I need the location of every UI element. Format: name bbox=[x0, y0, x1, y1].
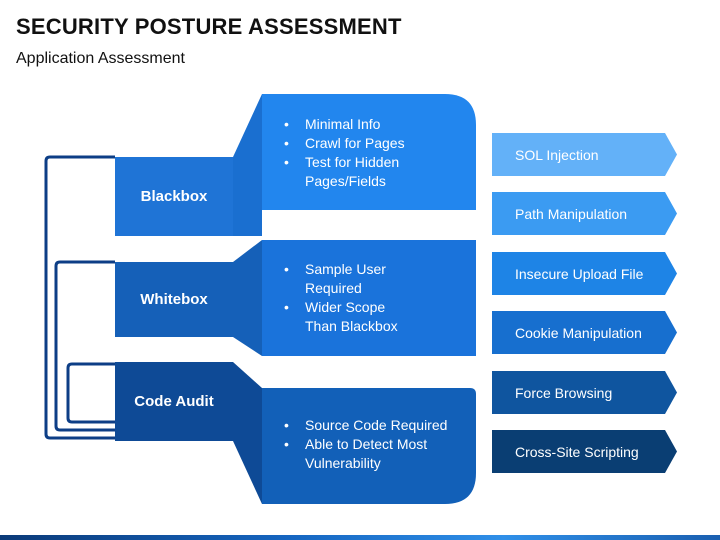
bullet-item: Minimal Info bbox=[281, 115, 451, 134]
code-audit-bullet-list: Source Code Required Able to Detect Most… bbox=[281, 416, 461, 473]
attack-arrow bbox=[492, 133, 677, 176]
connector-blackbox bbox=[44, 155, 262, 440]
connector-code-audit bbox=[66, 362, 262, 424]
connector-whitebox bbox=[54, 260, 262, 432]
whitebox-label-box bbox=[115, 262, 233, 337]
whitebox-bullet-list: Sample User Required Wider Scope Than Bl… bbox=[281, 260, 431, 336]
attack-label-insecure-upload: Insecure Upload File bbox=[515, 265, 644, 282]
attack-label-path-manipulation: Path Manipulation bbox=[515, 205, 628, 222]
attack-arrow bbox=[492, 192, 677, 235]
bullet-item: Test for Hidden Pages/Fields bbox=[281, 153, 425, 191]
page-subtitle: Application Assessment bbox=[16, 50, 185, 67]
category-label-code-audit: Code Audit bbox=[134, 393, 214, 410]
bullet-item: Wider Scope Than Blackbox bbox=[281, 298, 415, 336]
attack-label-cross-site-scripting: Cross-Site Scripting bbox=[515, 443, 639, 460]
bullet-item: Source Code Required bbox=[281, 416, 461, 435]
category-label-whitebox: Whitebox bbox=[140, 291, 208, 308]
blackbox-label-box bbox=[115, 157, 233, 236]
category-label-blackbox: Blackbox bbox=[140, 188, 208, 205]
attack-arrow bbox=[492, 311, 677, 354]
bullet-item: Crawl for Pages bbox=[281, 134, 451, 153]
code-audit-funnel bbox=[233, 362, 262, 504]
bullet-item: Able to Detect Most Vulnerability bbox=[281, 435, 455, 473]
blackbox-funnel bbox=[233, 94, 262, 236]
whitebox-funnel bbox=[233, 240, 262, 356]
bullet-item: Sample User Required bbox=[281, 260, 400, 298]
attack-label-force-browsing: Force Browsing bbox=[515, 384, 613, 401]
blackbox-bullet-list: Minimal Info Crawl for Pages Test for Hi… bbox=[281, 115, 451, 191]
attack-arrow bbox=[492, 430, 677, 473]
code-audit-label-box bbox=[115, 362, 233, 441]
attack-label-sql-injection: SOL Injection bbox=[515, 146, 599, 163]
bottom-accent-bar bbox=[0, 535, 720, 540]
attack-label-cookie-manipulation: Cookie Manipulation bbox=[515, 324, 642, 341]
attack-arrow bbox=[492, 371, 677, 414]
page-title: SECURITY POSTURE ASSESSMENT bbox=[16, 14, 402, 39]
attack-arrow bbox=[492, 252, 677, 295]
